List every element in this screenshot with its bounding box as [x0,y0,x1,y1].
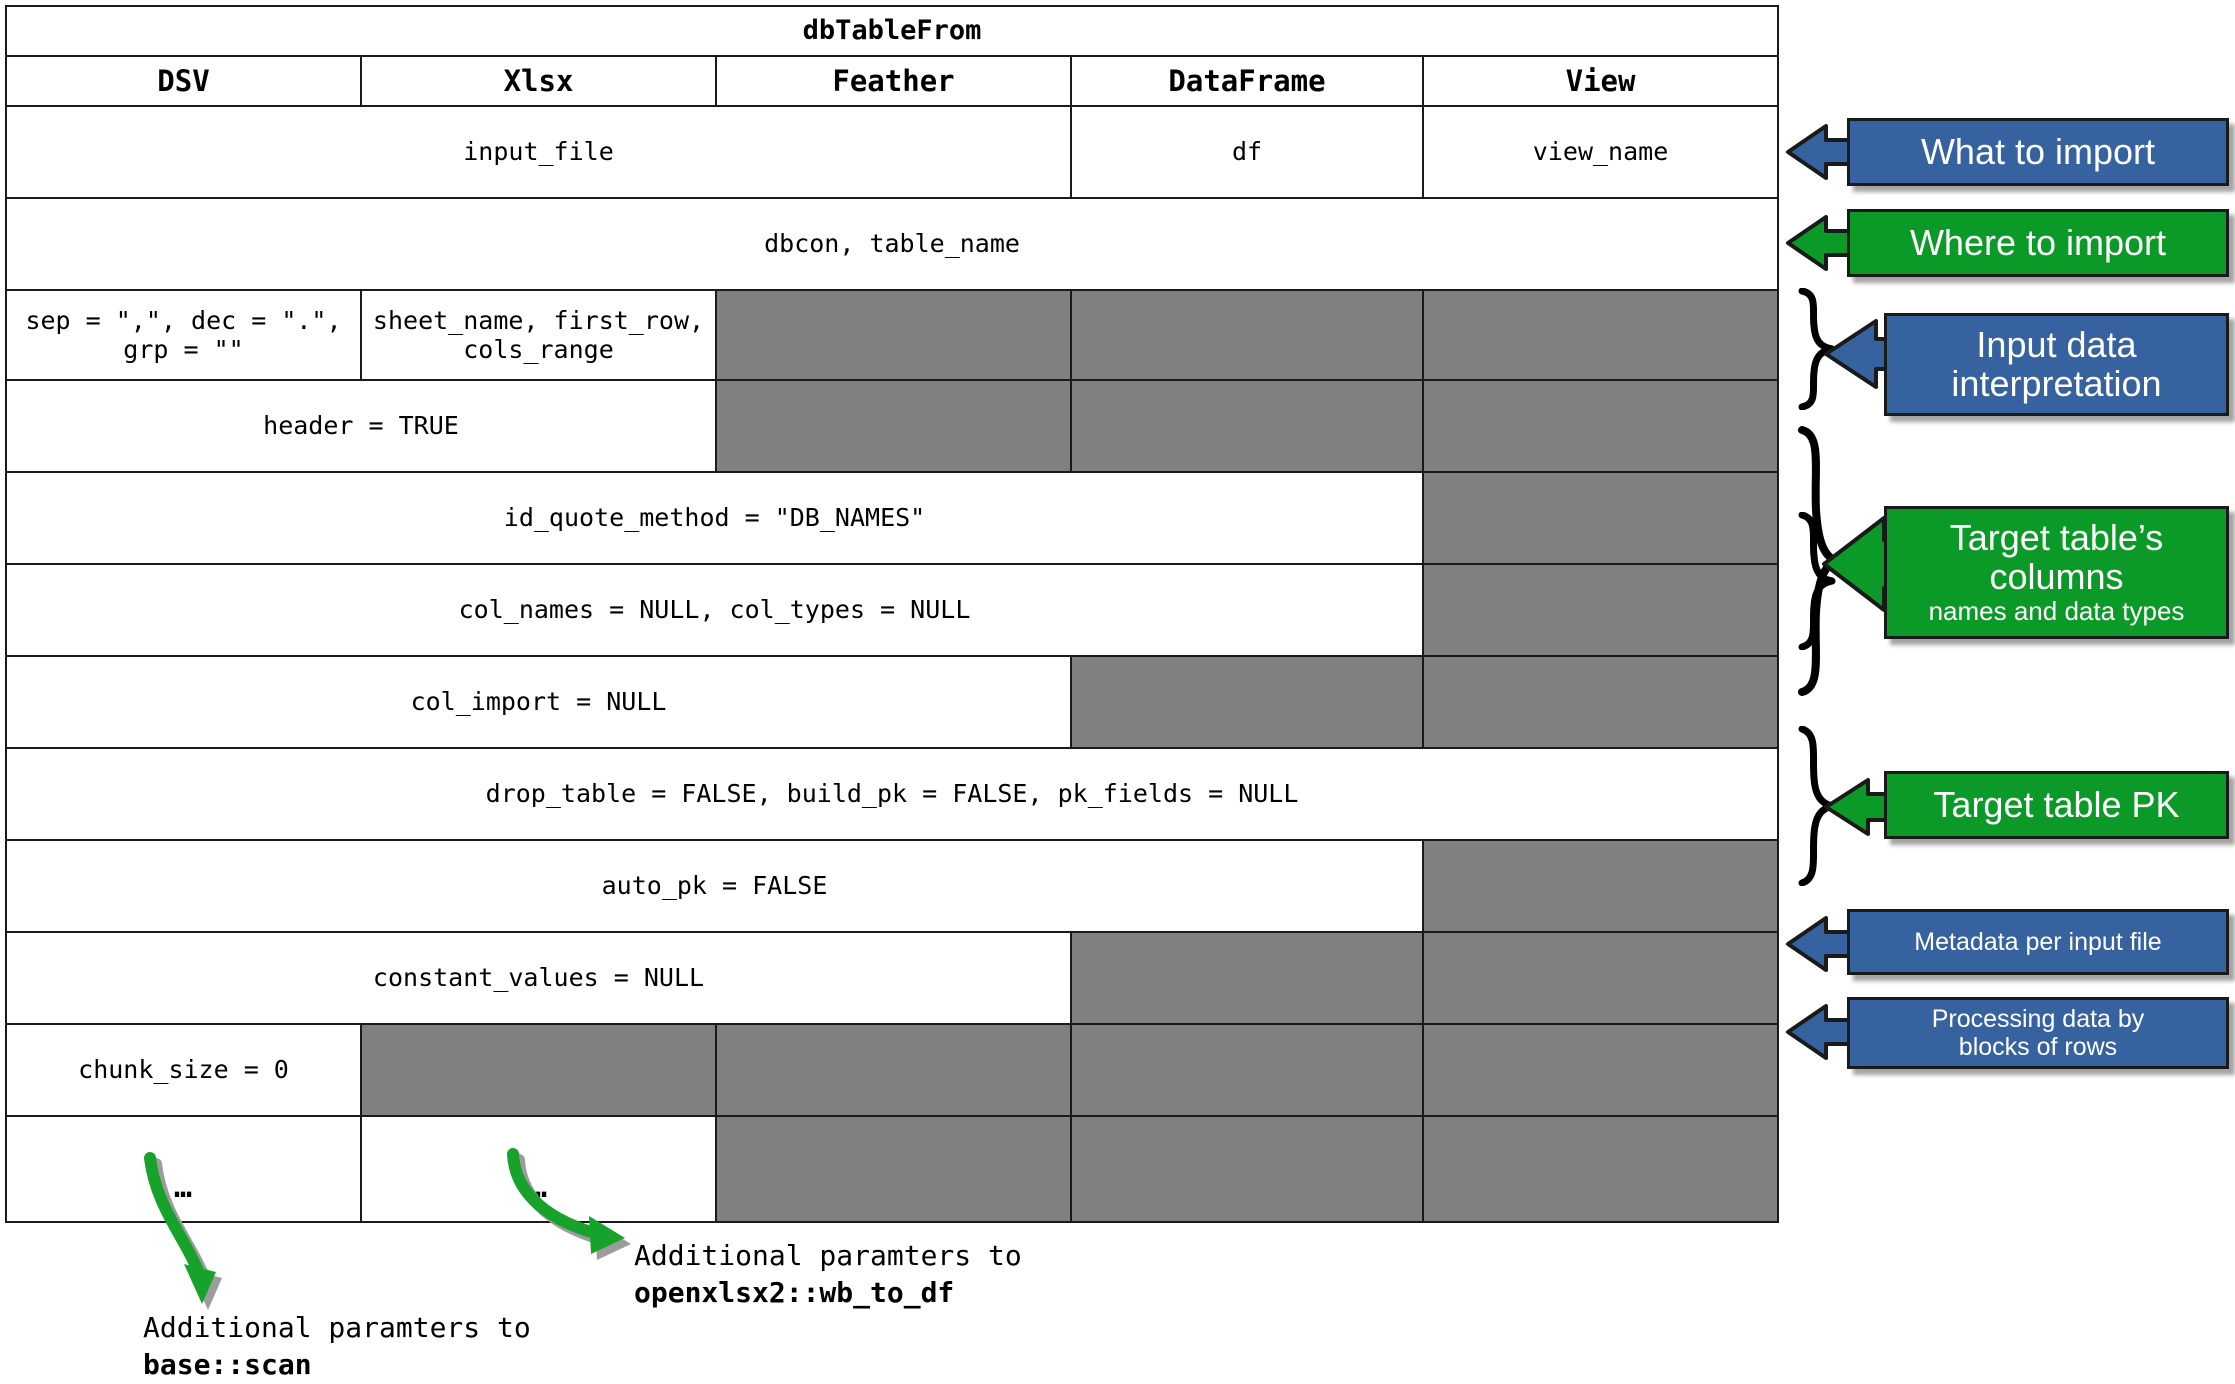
callout-label-target-table-pk: Target table PK [1933,783,2180,825]
table-row: header = TRUE [5,379,1780,473]
callout-label-metadata-per-input-file: Metadata per input file [1914,928,2162,956]
table-row: col_names = NULL, col_types = NULL [5,563,1780,657]
table-cell-col-import-row: col_import = NULL [5,655,1072,749]
table-title-row: dbTableFrom [4,5,1780,57]
table-cell-unsupported [715,289,1072,381]
callout-input-data-interpretation[interactable]: Input data interpretation [1884,313,2229,416]
table-row: sep = ",", dec = ".", grp = ""sheet_name… [5,289,1780,381]
column-header-dsv: DSV [5,55,362,107]
brace-input-data-interpretation [1792,288,1836,410]
table-cell-unsupported [1421,379,1780,473]
table-cell-unsupported [1070,1115,1424,1223]
table-cell-unsupported [1421,289,1780,381]
table-cell-unsupported [1421,563,1780,657]
table-row: …… [5,1115,1780,1223]
callout-label-what-to-import: What to import [1920,130,2156,172]
table-row: auto_pk = FALSE [5,839,1780,933]
table-row: constant_values = NULL [5,931,1780,1025]
table-cell-col-names-row: col_names = NULL, col_types = NULL [5,563,1424,657]
note-xlsx-line1: Additional paramters to [634,1239,1022,1272]
table-cell-more-params-row: … [360,1115,717,1223]
column-header-dataframe: DataFrame [1070,55,1424,107]
brace-target-table-pk [1792,512,1836,650]
callout-label-target-table-columns: Target table’s columns [1949,517,2164,597]
callout-processing-data-by-blocks[interactable]: Processing data by blocks of rows [1847,997,2229,1069]
table-cell-unsupported [1421,839,1780,933]
note-xlsx-extra-params: Additional paramters to openxlsx2::wb_to… [634,1238,1022,1312]
table-cell-input-row: input_file [5,105,1072,199]
table-cell-chunk-size-row: chunk_size = 0 [5,1023,362,1117]
note-xlsx-line2: openxlsx2::wb_to_df [634,1275,955,1309]
table-cell-auto-pk-row: auto_pk = FALSE [5,839,1424,933]
table-cell-unsupported [1421,471,1780,565]
table-cell-input-row: view_name [1421,105,1780,199]
table-cell-unsupported [1070,289,1424,381]
table-row: col_import = NULL [5,655,1780,749]
table-cell-unsupported [360,1023,717,1117]
callout-label-input-data-interpretation: Input data interpretation [1951,323,2162,404]
callout-what-to-import[interactable]: What to import [1847,118,2229,186]
table-cell-unsupported [1070,931,1424,1025]
table-cell-header-row: header = TRUE [5,379,717,473]
table-cell-unsupported [1070,655,1424,749]
note-dsv-line1: Additional paramters to [143,1311,531,1344]
table-cell-unsupported [1421,1115,1780,1223]
callout-target-table-columns[interactable]: Target table’s columns names and data ty… [1884,506,2229,639]
callout-metadata-per-input-file[interactable]: Metadata per input file [1847,909,2229,975]
table-cell-connection-row: dbcon, table_name [4,197,1780,291]
callout-label-processing-data-by-blocks: Processing data by blocks of rows [1931,1005,2145,1061]
column-header-view: View [1421,55,1780,107]
table-cell-unsupported [715,379,1072,473]
table-cell-unsupported [1421,931,1780,1025]
table-cell-unsupported [1421,655,1780,749]
table-row: id_quote_method = "DB_NAMES" [5,471,1780,565]
callout-sublabel-target-table-columns: names and data types [1928,595,2185,626]
table-row: dbcon, table_name [4,197,1780,291]
callout-where-to-import[interactable]: Where to import [1847,209,2229,277]
table-cell-separator-row: sep = ",", dec = ".", grp = "" [5,289,362,381]
note-dsv-line2: base::scan [143,1347,312,1381]
table-cell-unsupported [715,1115,1072,1223]
table-cell-unsupported [715,1023,1072,1117]
table-cell-separator-row: sheet_name, first_row, cols_range [360,289,717,381]
table-row: chunk_size = 0 [5,1023,1780,1117]
brace-target-table-pk-lower [1792,726,1836,886]
table-cell-constant-values-row: constant_values = NULL [5,931,1072,1025]
column-header-xlsx: Xlsx [360,55,717,107]
table-cell-unsupported [1070,1023,1424,1117]
table-cell-drop-table-row: drop_table = FALSE, build_pk = FALSE, pk… [4,747,1780,841]
table-cell-more-params-row: … [5,1115,362,1223]
table-row: drop_table = FALSE, build_pk = FALSE, pk… [4,747,1780,841]
table-cell-unsupported [1070,379,1424,473]
callout-label-where-to-import: Where to import [1909,221,2167,263]
table-cell-quote-method-row: id_quote_method = "DB_NAMES" [5,471,1424,565]
column-header-feather: Feather [715,55,1072,107]
callout-target-table-pk[interactable]: Target table PK [1884,771,2229,839]
table-cell-unsupported [1421,1023,1780,1117]
table-title: dbTableFrom [4,5,1780,57]
note-dsv-extra-params: Additional paramters to base::scan [143,1310,531,1384]
table-cell-input-row: df [1070,105,1424,199]
